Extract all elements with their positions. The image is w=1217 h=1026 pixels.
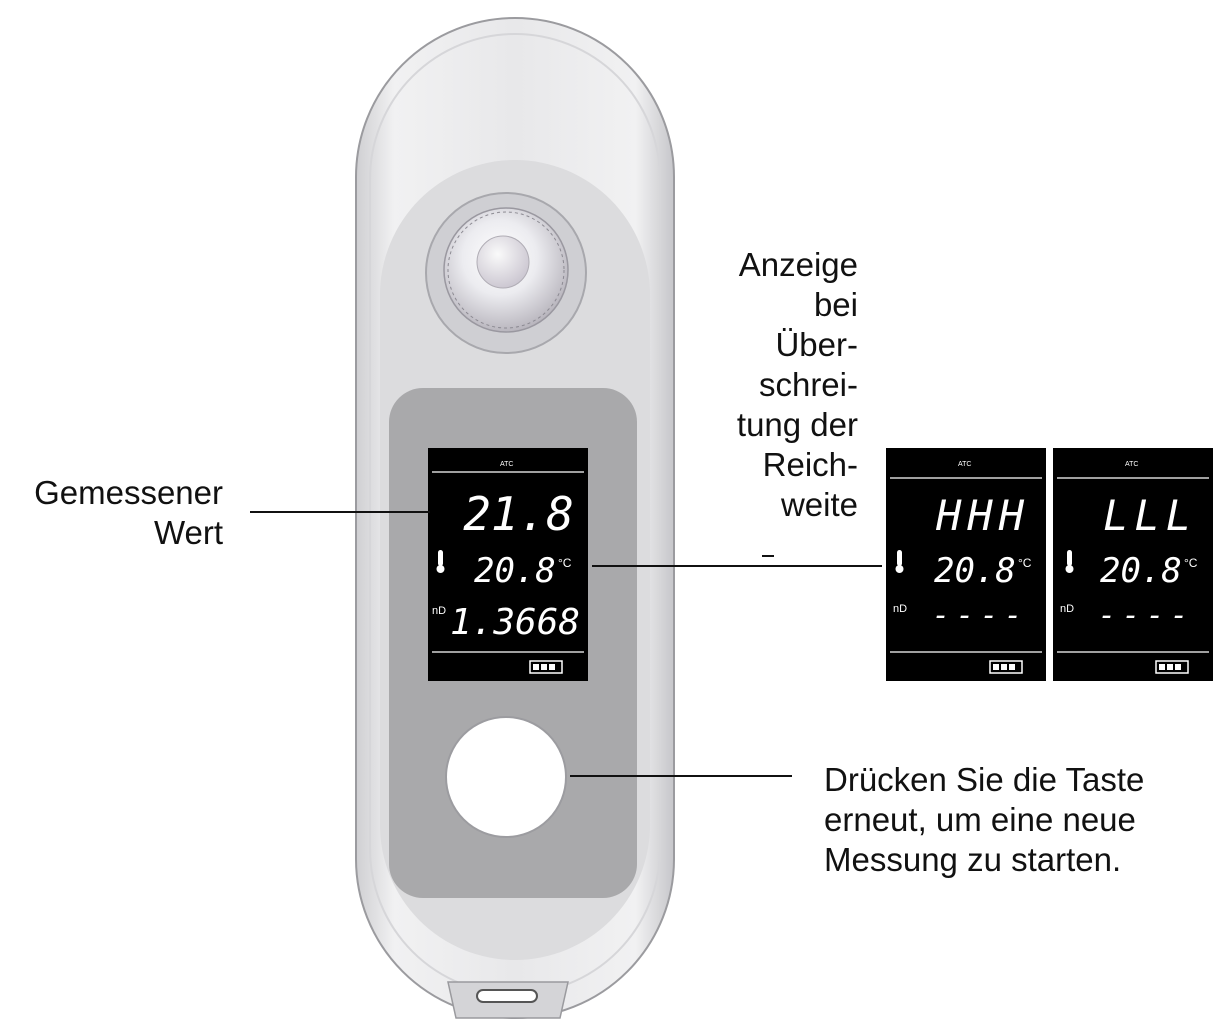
main-lcd-refractive-label: nD xyxy=(432,605,446,617)
overrange-line: Über- xyxy=(775,326,858,363)
main-lcd-temperature-unit: °C xyxy=(558,556,572,570)
start-button xyxy=(445,716,567,838)
main-lcd-temperature: 20.8 xyxy=(474,551,556,591)
measured-value-line: Gemessener xyxy=(34,474,223,511)
battery-icon xyxy=(1155,660,1189,674)
measured-value-line: Wert xyxy=(153,514,223,551)
overrange-label: Anzeige bei Über- schrei- tung der Reich… xyxy=(680,245,858,525)
main-lcd-reading: 21.8 xyxy=(463,487,574,541)
button-instruction-line: Drücken Sie die Taste xyxy=(824,761,1145,798)
sample-well xyxy=(425,192,587,354)
battery-icon xyxy=(989,660,1023,674)
button-instruction-line: erneut, um eine neue xyxy=(824,801,1136,838)
battery-icon xyxy=(529,660,563,674)
overrange-line: weite xyxy=(780,486,858,523)
bottom-port xyxy=(447,981,569,1019)
low-lcd-refractive-index: ---- xyxy=(1098,598,1194,633)
high-lcd-temperature-unit: °C xyxy=(1018,556,1032,570)
overrange-line: Reich- xyxy=(762,446,858,483)
overrange-lcd-low: ATC LLL 20.8 °C nD ---- xyxy=(1053,448,1213,681)
low-lcd-temperature-unit: °C xyxy=(1184,556,1198,570)
low-lcd-temperature: 20.8 xyxy=(1100,551,1182,591)
high-lcd-refractive-index: ---- xyxy=(932,598,1028,633)
high-lcd-reading: HHH xyxy=(935,491,1030,540)
button-instruction-line: Messung zu starten. xyxy=(824,841,1122,878)
main-lcd-mode: ATC xyxy=(500,461,513,468)
high-lcd-temperature: 20.8 xyxy=(934,551,1016,591)
main-lcd: ATC 21.8 20.8 °C nD 1.3668 xyxy=(428,448,588,681)
overrange-line: schrei- xyxy=(758,366,858,403)
thermometer-icon xyxy=(436,550,445,573)
thermometer-icon xyxy=(895,550,904,573)
thermometer-icon xyxy=(1065,550,1074,573)
overrange-line: tung der xyxy=(736,406,858,443)
low-lcd-mode: ATC xyxy=(1125,461,1138,468)
high-lcd-mode: ATC xyxy=(958,461,971,468)
overrange-line: Anzeige xyxy=(738,246,858,283)
low-lcd-reading: LLL xyxy=(1103,491,1197,540)
low-lcd-refractive-label: nD xyxy=(1060,603,1074,615)
main-lcd-refractive-index: 1.3668 xyxy=(450,602,580,643)
button-instruction-label: Drücken Sie die Taste erneut, um eine ne… xyxy=(824,760,1204,880)
measured-value-label: Gemessener Wert xyxy=(8,473,223,553)
high-lcd-refractive-label: nD xyxy=(893,603,907,615)
overrange-lcd-high: ATC HHH 20.8 °C nD ---- xyxy=(886,448,1046,681)
overrange-line: bei xyxy=(813,286,858,323)
